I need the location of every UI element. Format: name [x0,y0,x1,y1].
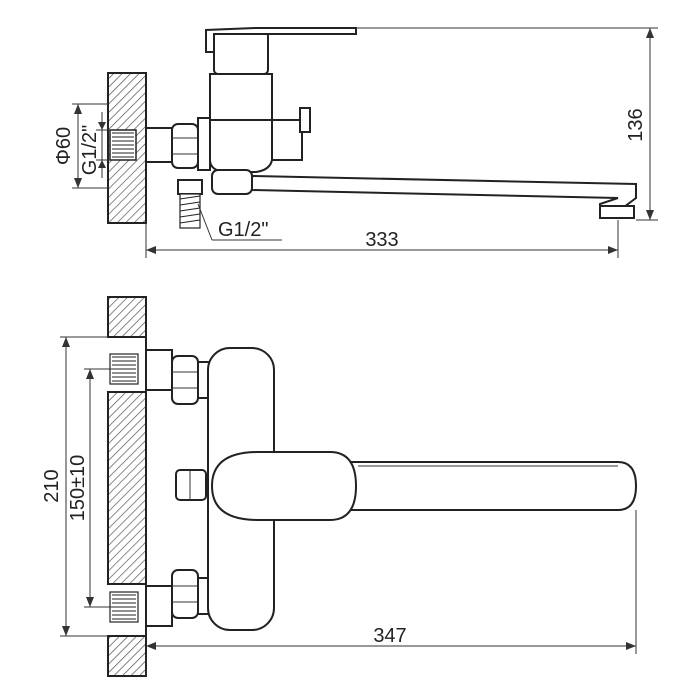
eccentric-lower [145,585,173,627]
cartridge-housing [209,117,273,173]
dimension-height-label: 136 [625,108,647,141]
eccentric-connector-top [145,127,173,163]
diverter-knob-front [175,469,207,501]
dimension-total-height-label: 210 [41,469,63,502]
side-view: 136 333 G1/2" Φ60 G1/2" [53,27,658,258]
dimension-pipe-diameter-label: Φ60 [53,127,75,165]
lever-handle-front [210,451,358,521]
thread-lines-top [112,132,134,158]
nut-lower [171,569,199,619]
wall-section-front-lower [107,635,147,677]
spout-side [251,174,637,216]
nut-top [171,123,199,169]
mixer-body-side [197,117,211,171]
lever-handle-side [205,27,357,53]
spout-front [299,461,638,511]
hose-connector [177,179,203,195]
nut-upper [171,355,199,405]
hose-thread-label: G1/2" [218,219,268,241]
lower-inlet-thread [109,591,139,623]
diverter-button-side [271,119,303,161]
wall-section-front-upper [107,296,147,338]
dimension-width-label: 347 [373,625,406,647]
upper-inlet-thread [109,353,139,385]
wall-section-front-middle [107,391,147,585]
dimension-reach-label: 333 [365,229,398,251]
front-view: 347 210 150±10 [41,296,638,677]
hose-thread [179,193,201,229]
aerator-side [599,205,635,219]
dimension-center-distance-label: 150±10 [67,455,89,522]
hose-nut-top [211,169,253,195]
wall-thread-label: G1/2" [79,125,101,175]
cartridge-top [213,31,269,75]
diverter-knob [299,107,311,133]
cartridge-cap [209,73,273,121]
eccentric-upper [145,349,173,391]
